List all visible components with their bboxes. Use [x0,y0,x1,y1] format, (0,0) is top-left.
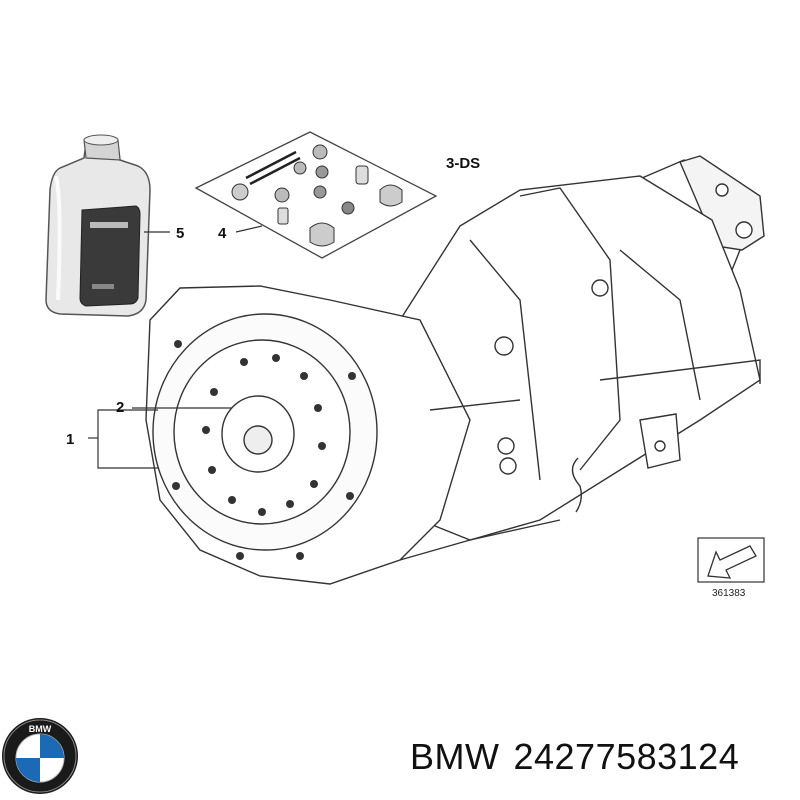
part-number: 24277583124 [513,736,740,777]
logo-lettering: BMW [29,724,52,734]
transmission-illustration [145,155,765,585]
reference-number: 361383 [712,588,746,599]
bmw-logo: BMW [2,718,78,794]
brand-name: BMW [410,736,500,777]
callout-bracket-1-2 [88,407,232,469]
callout-5: 5 [176,225,184,242]
product-caption: BMW 24277583124 [410,736,739,778]
parts-kit-panel [194,131,438,259]
callout-1: 1 [66,431,74,448]
variant-label: 3-DS [446,155,480,172]
reference-box [697,537,765,583]
callout-4: 4 [218,225,227,242]
callout-line-4 [235,225,263,233]
oil-bottle-illustration [45,134,151,317]
callout-2: 2 [116,399,124,416]
